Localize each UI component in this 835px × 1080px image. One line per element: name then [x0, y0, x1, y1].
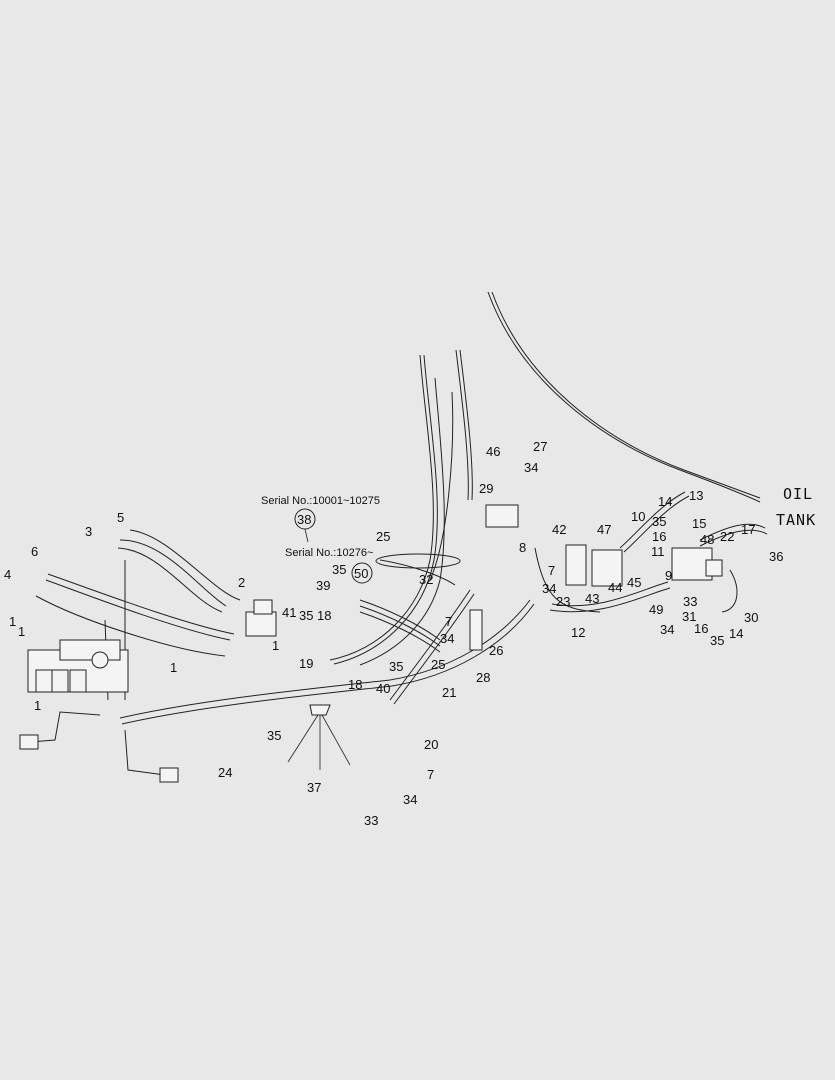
callout: 37 — [307, 780, 321, 795]
callout: 23 — [556, 594, 570, 609]
callout: 8 — [519, 540, 526, 555]
callout: 33 — [683, 594, 697, 609]
callout: 48 — [700, 532, 714, 547]
hose-lines — [29, 291, 768, 776]
callout: 1 — [170, 660, 177, 675]
serial-note-2: Serial No.:10276~ — [285, 547, 373, 559]
callout: 6 — [31, 544, 38, 559]
callout: 27 — [533, 439, 547, 454]
callout: 35 — [652, 514, 666, 529]
callout: 49 — [649, 602, 663, 617]
callout: 5 — [117, 510, 124, 525]
valve-29 — [485, 504, 519, 528]
callout: 50 — [354, 566, 368, 581]
callout: 1 — [272, 638, 279, 653]
callout: 1 — [34, 698, 41, 713]
callout: 41 — [282, 605, 296, 620]
callout: 35 — [299, 608, 313, 623]
callout: 39 — [316, 578, 330, 593]
callout: 45 — [627, 575, 641, 590]
callout: 4 — [4, 567, 11, 582]
callout: 16 — [652, 529, 666, 544]
callout: 47 — [597, 522, 611, 537]
callout: 10 — [631, 509, 645, 524]
callout: 21 — [442, 685, 456, 700]
callout: 33 — [364, 813, 378, 828]
callout: 36 — [769, 549, 783, 564]
callout: 35 — [332, 562, 346, 577]
callout: 31 — [682, 609, 696, 624]
callout: 42 — [552, 522, 566, 537]
oil-tank-label: OIL — [783, 485, 813, 503]
circled-callout-50: 50 — [351, 562, 373, 584]
callout: 17 — [741, 522, 755, 537]
bracket-26 — [469, 609, 483, 651]
callout: 28 — [476, 670, 490, 685]
callout: 14 — [658, 494, 672, 509]
callout: 18 — [317, 608, 331, 623]
callout: 35 — [389, 659, 403, 674]
callout: 16 — [694, 621, 708, 636]
band-25 — [375, 553, 461, 569]
callout: 9 — [665, 568, 672, 583]
callout: 22 — [720, 529, 734, 544]
serial-note-1: Serial No.:10001~10275 — [261, 495, 380, 507]
callout: 3 — [85, 524, 92, 539]
callout: 34 — [403, 792, 417, 807]
callout: 2 — [238, 575, 245, 590]
callout: 34 — [524, 460, 538, 475]
callout: 18 — [348, 677, 362, 692]
pump-48 — [671, 547, 723, 581]
callout: 34 — [440, 631, 454, 646]
callout: 15 — [692, 516, 706, 531]
callout: 24 — [218, 765, 232, 780]
filter-43 — [565, 544, 623, 587]
callout: 34 — [542, 581, 556, 596]
callout: 12 — [571, 625, 585, 640]
callout: 7 — [427, 767, 434, 782]
oil-tank-label-2: TANK — [776, 511, 816, 529]
callout: 40 — [376, 681, 390, 696]
manifold-block-2 — [245, 599, 277, 637]
callout: 30 — [744, 610, 758, 625]
callout: 14 — [729, 626, 743, 641]
callout: 26 — [489, 643, 503, 658]
callout: 34 — [660, 622, 674, 637]
callout: 7 — [548, 563, 555, 578]
stand-20 — [287, 704, 351, 770]
callout: 38 — [297, 512, 311, 527]
valve-bank — [27, 639, 129, 693]
callout: 19 — [299, 656, 313, 671]
callout: 1 — [18, 624, 25, 639]
callout-labels: 1 1 1 1 1 2 3 4 5 6 7 7 7 8 9 10 11 12 1… — [4, 439, 783, 828]
callout: 25 — [431, 657, 445, 672]
callout: 13 — [689, 488, 703, 503]
callout: 29 — [479, 481, 493, 496]
callout: 25 — [376, 529, 390, 544]
callout: 35 — [710, 633, 724, 648]
callout: 7 — [445, 614, 452, 629]
callout: 43 — [585, 591, 599, 606]
callout: 11 — [651, 544, 665, 559]
callout: 35 — [267, 728, 281, 743]
left-pipes — [19, 734, 179, 783]
callout: 44 — [608, 580, 622, 595]
callout: 32 — [419, 572, 433, 587]
callout: 1 — [9, 614, 16, 629]
callout: 46 — [486, 444, 500, 459]
callout: 20 — [424, 737, 438, 752]
circled-callout-38: 38 — [294, 508, 316, 543]
